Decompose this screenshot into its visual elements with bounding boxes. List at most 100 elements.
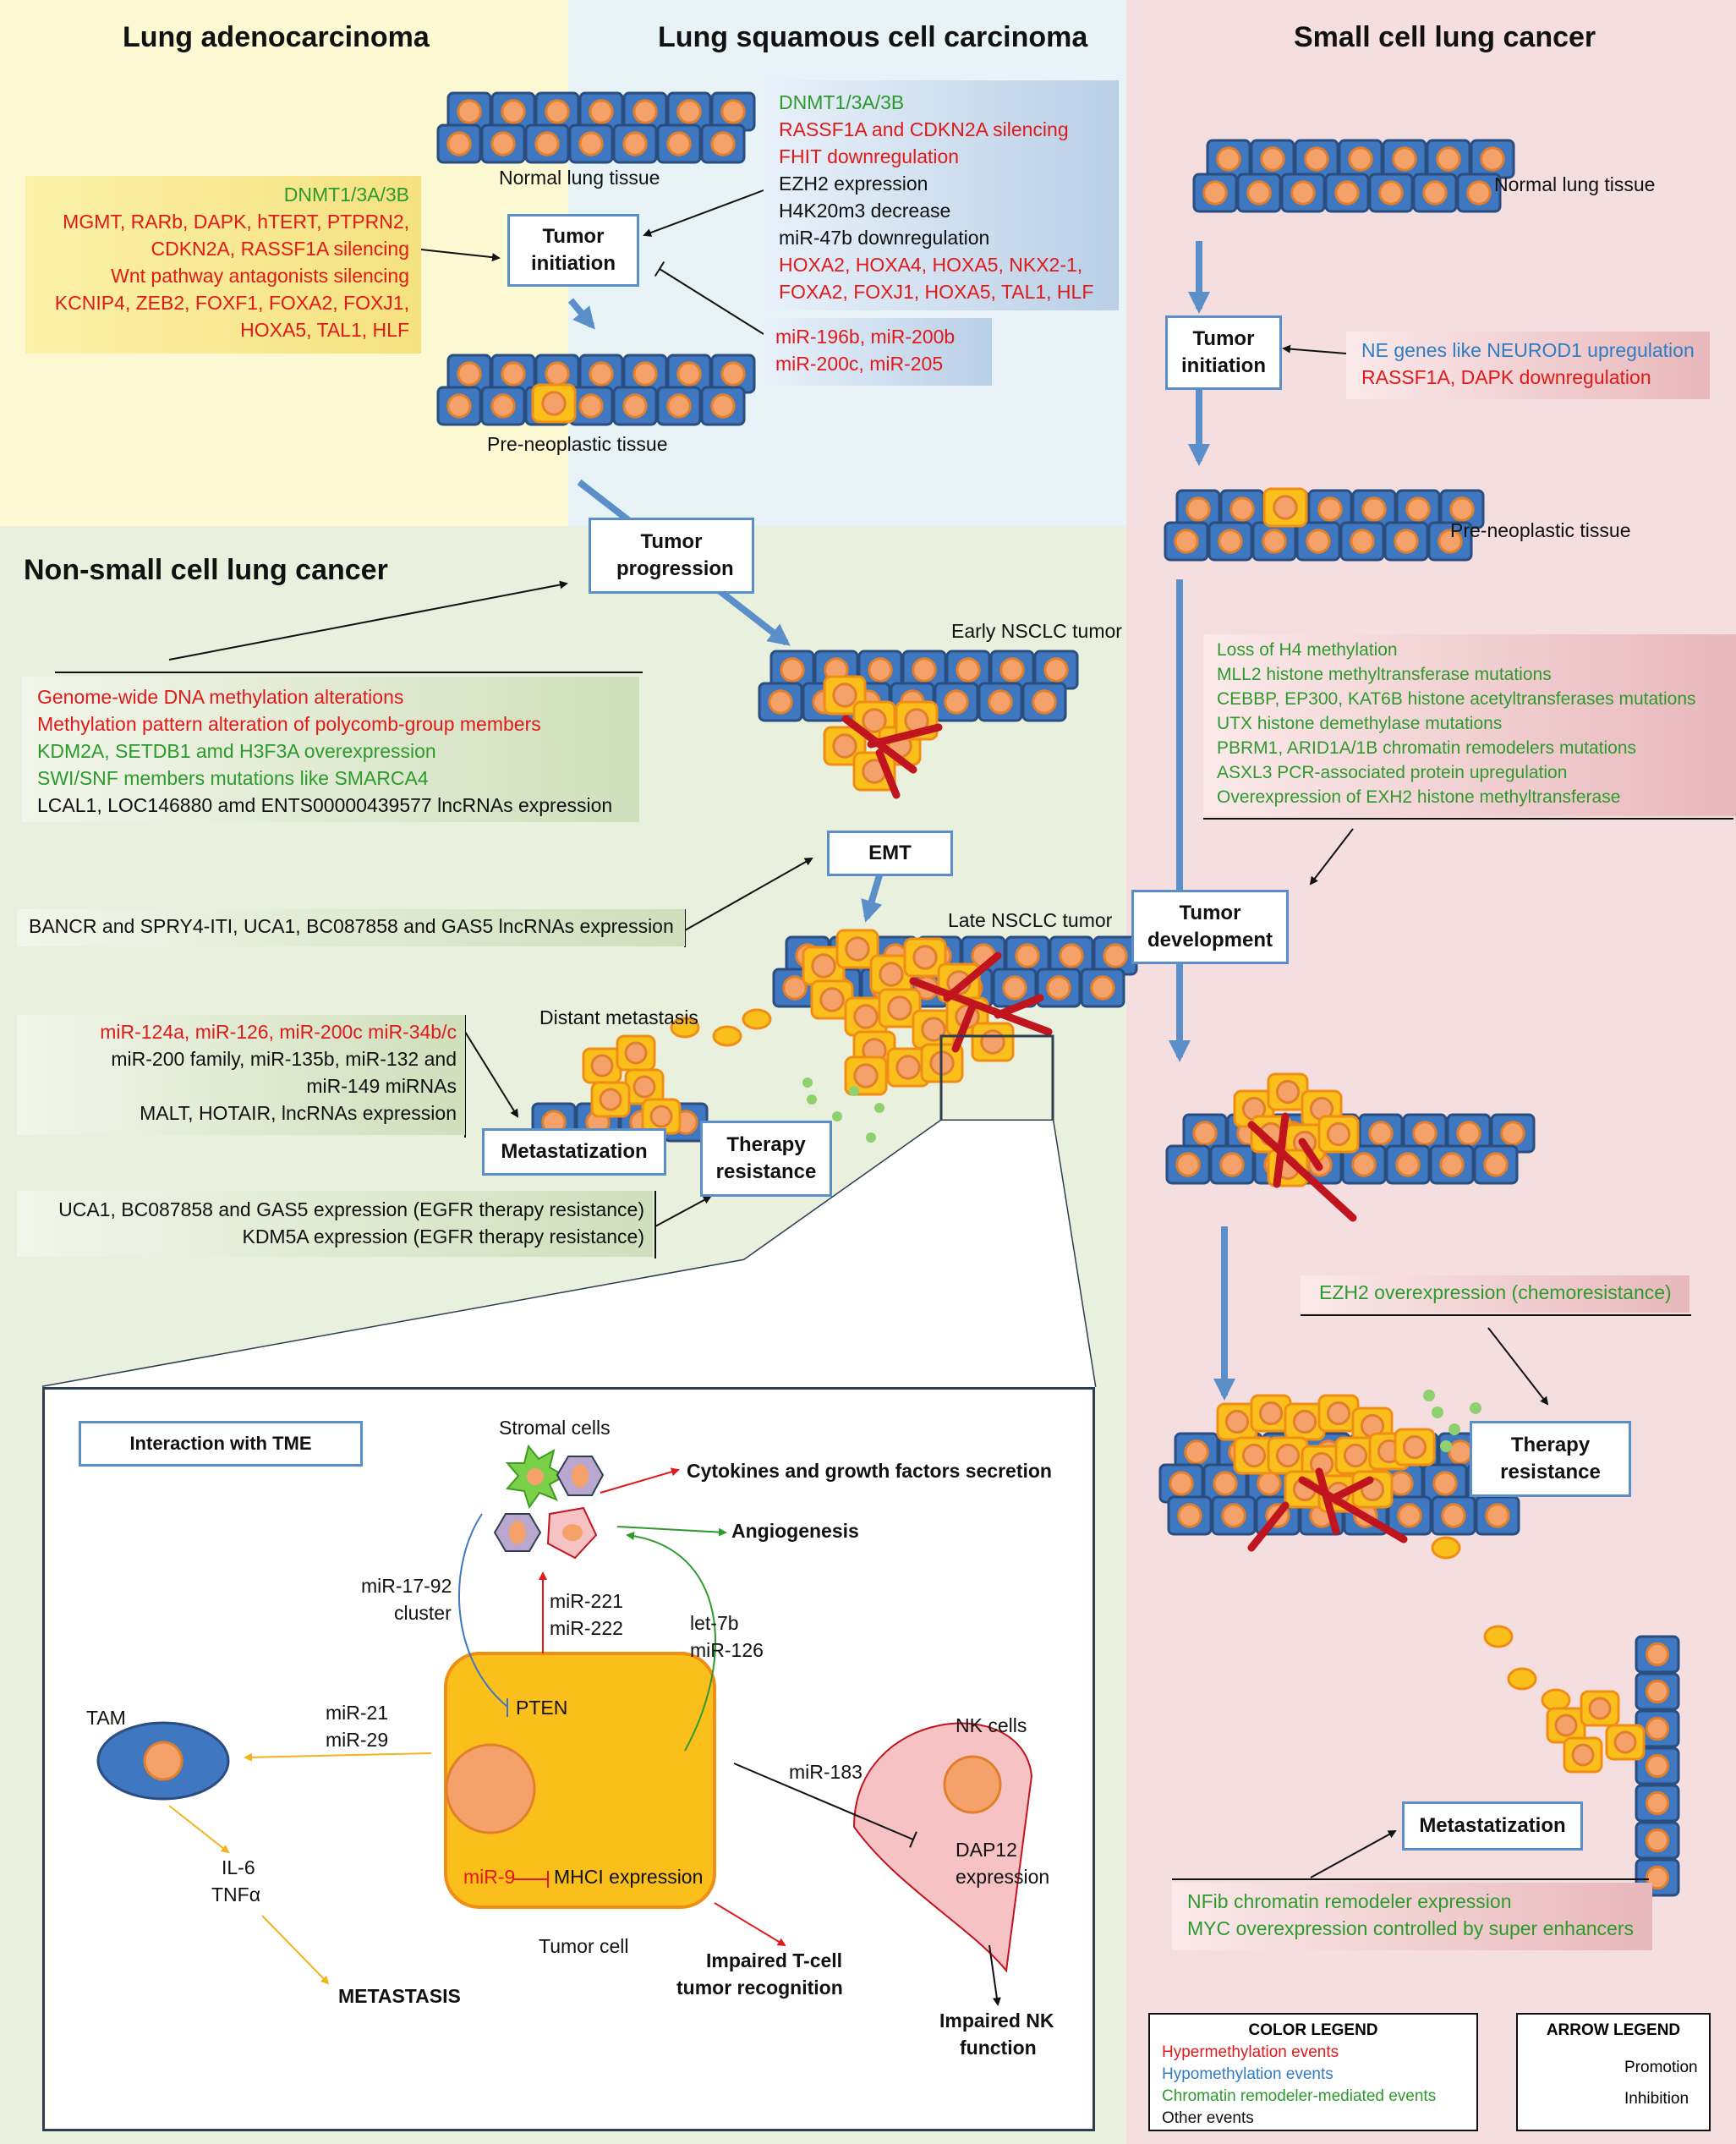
tumor-progression-label: Tumor progression (616, 529, 734, 580)
mhci-label: MHCI expression (554, 1866, 704, 1888)
mir126-label: miR-126 (690, 1639, 764, 1661)
squamous-mir-0: miR-196b, miR-200b (775, 326, 956, 348)
ezh2-arrow (1487, 1327, 1549, 1406)
sclc-tumor-initiation-box: Tumor initiation (1165, 315, 1282, 390)
preneoplastic-tissue-top-cell-nucleus (501, 361, 526, 387)
stromal-cells-label: Stromal cells (499, 1417, 611, 1439)
sclc-preneoplastic-tissue-top-cell-nucleus (1186, 496, 1211, 522)
adeno-note-4: KCNIP4, ZEB2, FOXF1, FOXA2, FOXJ1, (54, 292, 409, 314)
tnf-label: TNFα (211, 1884, 261, 1905)
sclc-dev-note-0: Loss of H4 methylation (1217, 640, 1398, 660)
sclc-tumor-tissue-top-cell-nucleus (1456, 1121, 1481, 1146)
progression-notes: Genome-wide DNA methylation alterations … (22, 677, 639, 822)
sclc-tumor-vessel (1247, 1112, 1357, 1222)
migrating-cell (670, 1017, 700, 1039)
sclc-resistant-tissue-3-cell-nucleus (1221, 1503, 1246, 1528)
squamous-note-2: FHIT downregulation (779, 145, 960, 167)
arrow-legend-inhibition: Inhibition (1624, 2090, 1689, 2108)
normal-lung-tissue-top-cell-nucleus (457, 99, 482, 124)
exosome-dot (866, 1132, 876, 1143)
tam-label: TAM (86, 1707, 126, 1729)
sclc-migrating-cell (1483, 1625, 1514, 1648)
normal-lung-tissue-top-cell-nucleus (589, 99, 614, 124)
emt-box: EMT (827, 831, 953, 876)
resistance-notes-arrow (654, 1196, 712, 1227)
sclc-resistant-tissue-bottom-cell-nucleus (1432, 1471, 1458, 1496)
arrow-legend-promotion: Promotion (1624, 2059, 1698, 2076)
early-tumor-cell-nucleus (832, 683, 857, 708)
nsclc-title: Non-small cell lung cancer (24, 554, 388, 586)
dap12-expression-label: expression (956, 1866, 1050, 1888)
late-tumor-tissue-bottom-cell-nucleus (782, 975, 808, 1001)
sclc-metastasis-cell-nucleus (1554, 1714, 1578, 1737)
sclc-dev-notes-arrow (1309, 828, 1354, 886)
preneoplastic-tissue-top-cell-nucleus (676, 361, 702, 387)
sclc-metastasis-cell-nucleus (1571, 1743, 1595, 1767)
sclc-tumor-tissue-bottom-cell-nucleus (1219, 1152, 1245, 1177)
squamous-title: Lung squamous cell carcinoma (658, 21, 1088, 53)
cytokines-label: Cytokines and growth factors secretion (687, 1460, 1052, 1482)
sclc-metastasis-cell-nucleus (1588, 1697, 1612, 1720)
exosome-dot (832, 1111, 842, 1121)
sclc-init-notes-arrow (1282, 344, 1347, 354)
sclc-preneoplastic-tissue-top-cell-nucleus (1361, 496, 1387, 522)
emt-note: BANCR and SPRY4-ITI, UCA1, BC087858 and … (17, 909, 685, 946)
early-tumor-tissue-bottom-cell-nucleus (988, 689, 1013, 715)
mir222-label: miR-222 (550, 1617, 623, 1639)
sclc-met-note-0: NFib chromatin remodeler expression (1187, 1890, 1512, 1912)
normal-lung-tissue-top-cell-nucleus (545, 99, 570, 124)
progression-notes-arrow (168, 580, 568, 661)
sclc-metastasis-cell-nucleus (1613, 1730, 1637, 1754)
late-tumor-cell-nucleus (895, 1055, 921, 1080)
sclc-tumor-tissue-bottom-cell-nucleus (1439, 1152, 1465, 1177)
late-tumor-tissue-bottom-cell-nucleus (1002, 975, 1027, 1001)
late-tumor-tissue-top-cell-nucleus (1015, 943, 1040, 968)
sclc-met-note-1: MYC overexpression controlled by super e… (1187, 1917, 1634, 1939)
sclc-development-notes: Loss of H4 methylation MLL2 histone meth… (1203, 634, 1736, 816)
sclc-normal-tissue-bottom-cell-nucleus (1422, 180, 1448, 206)
tam-nucleus (143, 1741, 183, 1781)
let7b-arrow (626, 1532, 716, 1752)
metastasis-cell-nucleus (599, 1088, 622, 1111)
migrating-cell (742, 1008, 772, 1030)
sclc-dev-note-1: MLL2 histone methyltransferase mutations (1217, 665, 1552, 684)
adeno-note-0: DNMT1/3A/3B (283, 184, 409, 206)
arrow-legend-title: ARROW LEGEND (1546, 2021, 1681, 2039)
resistance-notes: UCA1, BC087858 and GAS5 expression (EGFR… (17, 1191, 653, 1257)
squamous-note-1: RASSF1A and CDKN2A silencing (779, 118, 1069, 140)
sclc-therapy-resistance-box: Therapy resistance (1470, 1421, 1631, 1497)
sclc-resistant-cell-nucleus (1343, 1443, 1368, 1468)
metastasis-notes: miR-124a, miR-126, miR-200c miR-34b/c mi… (17, 1015, 465, 1135)
migrating-cell (712, 1025, 742, 1047)
preneoplastic-tissue-top-cell-nucleus (457, 361, 482, 387)
sclc-metastasis-column-cell-nucleus (1645, 1828, 1670, 1853)
sclc-preneoplastic-tissue-top-cell-nucleus (1405, 496, 1431, 522)
sclc-normal-tissue-top-cell-nucleus (1304, 146, 1329, 172)
mir17-label: miR-17-92 (361, 1575, 452, 1597)
sclc-init-notes: NE genes like NEUROD1 upregulation RASSF… (1346, 332, 1710, 399)
sclc-normal-tissue-top-cell-nucleus (1260, 146, 1285, 172)
sclc-normal-tissue-top-cell-nucleus (1480, 146, 1505, 172)
early-tumor-tissue-bottom-cell-nucleus (768, 689, 793, 715)
early-tumor-tissue-top-cell-nucleus (956, 657, 981, 683)
tumor-progression-box: Tumor progression (589, 518, 754, 594)
sclc-preneoplastic-tissue-bottom-cell-nucleus (1218, 529, 1243, 554)
sclc-tumor-tissue-bottom-cell-nucleus (1351, 1152, 1377, 1177)
late-tumor-tissue-bottom-cell-nucleus (1046, 975, 1071, 1001)
sclc-resistant-cell-nucleus (1258, 1401, 1284, 1426)
sclc-preneoplastic-tissue-bottom-cell-nucleus (1174, 529, 1199, 554)
mir-inhibits-initiation (659, 268, 764, 335)
squamous-note-7: FOXA2, FOXJ1, HOXA5, TAL1, HLF (779, 281, 1094, 303)
early-tumor-tissue-top-cell-nucleus (868, 657, 893, 683)
sclc-exosome-dot (1432, 1406, 1443, 1418)
early-tumor-tissue-top-cell-nucleus (780, 657, 805, 683)
nk-cells-label: NK cells (956, 1714, 1027, 1736)
sclc-resistant-tissue-3-cell-nucleus (1397, 1503, 1422, 1528)
mir183-inhibits-dap12 (733, 1763, 914, 1840)
sclc-therapy-resistance-label: Therapy resistance (1500, 1433, 1601, 1483)
sclc-normal-tissue-bottom-cell-nucleus (1466, 180, 1492, 206)
squamous-mir-notes: miR-196b, miR-200b miR-200c, miR-205 (764, 318, 992, 386)
impaired-nk-label-2: function (960, 2037, 1037, 2059)
angiogenesis-label: Angiogenesis (731, 1520, 859, 1542)
sclc-tumor-tissue-top-cell-nucleus (1368, 1121, 1394, 1146)
